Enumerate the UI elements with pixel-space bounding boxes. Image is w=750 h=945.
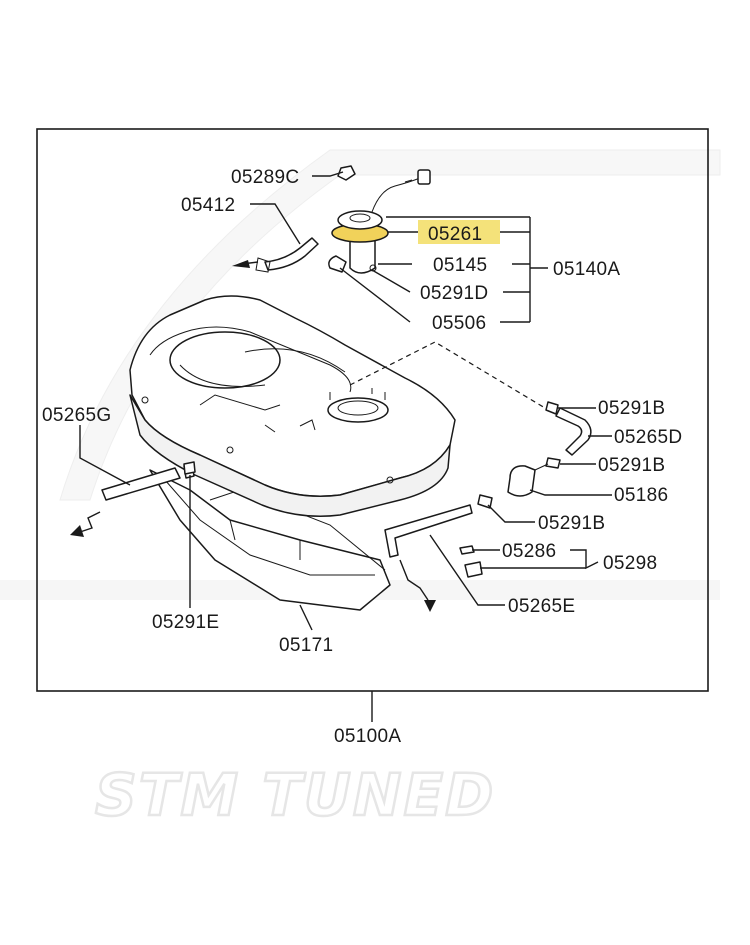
watermark-background: STM TUNED: [0, 149, 721, 830]
label-05286: 05286: [502, 541, 556, 562]
arrow-icon: [70, 525, 84, 537]
leader-lines: [79, 171, 612, 722]
label-05291B-top: 05291B: [598, 398, 665, 419]
drain-clamp: [183, 461, 196, 475]
arrow-icon: [424, 600, 436, 612]
label-05265G: 05265G: [42, 405, 111, 426]
label-05291D: 05291D: [420, 283, 488, 304]
label-05140A: 05140A: [553, 259, 620, 280]
watermark-text: STM TUNED: [95, 761, 495, 829]
fuel-pump-module: [328, 169, 431, 274]
label-05265D: 05265D: [614, 427, 682, 448]
label-05100A: 05100A: [334, 726, 401, 747]
breather-hose: [255, 237, 319, 273]
label-05265E: 05265E: [508, 596, 575, 617]
arrow-icon: [232, 260, 250, 268]
label-05291B-mid: 05291B: [598, 455, 665, 476]
label-05261: 05261: [428, 224, 482, 245]
label-05291E: 05291E: [152, 612, 219, 633]
nut-part: [337, 165, 356, 181]
highlight-05261: [418, 220, 500, 244]
flow-arrows: [70, 260, 436, 612]
label-05506: 05506: [432, 313, 486, 334]
label-05171: 05171: [279, 635, 333, 656]
label-05145: 05145: [433, 255, 487, 276]
label-05291B-low: 05291B: [538, 513, 605, 534]
vent-hose-assembly: [384, 401, 592, 578]
fuel-tank: [129, 295, 456, 517]
label-05186: 05186: [614, 485, 668, 506]
part-labels: 05289C 05412 05261 05145 05140A 05291D 0…: [42, 167, 682, 747]
label-05289C: 05289C: [231, 167, 299, 188]
label-05412: 05412: [181, 195, 235, 216]
label-05298: 05298: [603, 553, 657, 574]
